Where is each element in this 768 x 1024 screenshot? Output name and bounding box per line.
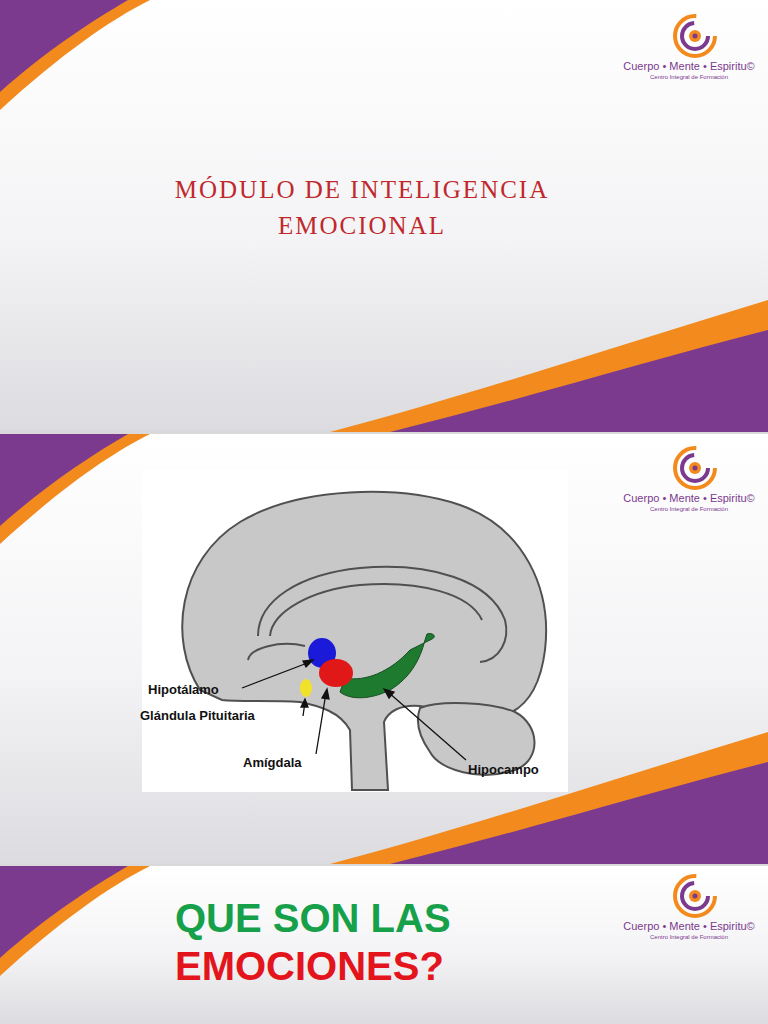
corner-decoration	[0, 866, 150, 976]
part-name: Hipocampo	[468, 762, 539, 777]
corner-decoration	[330, 300, 768, 432]
logo-icon	[675, 16, 715, 56]
slide-heading: QUE SON LAS	[175, 896, 451, 941]
logo-icon	[675, 876, 715, 916]
logo-text: Cuerpo • Mente • Espiritu©	[614, 920, 764, 932]
logo-subtext: Centro Integral de Formación	[614, 74, 764, 80]
corner-decoration	[0, 434, 150, 544]
slide	[0, 866, 768, 1024]
slide-heading: EMOCIONES?	[175, 944, 444, 989]
part-name: Amígdala	[243, 755, 302, 770]
logo-text: Cuerpo • Mente • Espiritu©	[614, 60, 764, 72]
part-name: Hipotálamo	[148, 682, 219, 697]
logo-subtext: Centro Integral de Formación	[614, 934, 764, 940]
logo-text: Cuerpo • Mente • Espiritu©	[614, 492, 764, 504]
logo-subtext: Centro Integral de Formación	[614, 506, 764, 512]
slide-title: MÓDULO DE INTELIGENCIA EMOCIONAL	[132, 172, 592, 244]
brain-illustration	[142, 470, 568, 792]
slide	[0, 434, 768, 864]
logo-icon	[675, 448, 715, 488]
corner-decoration	[0, 0, 150, 110]
part-name: Glándula Pituitaria	[140, 708, 255, 723]
